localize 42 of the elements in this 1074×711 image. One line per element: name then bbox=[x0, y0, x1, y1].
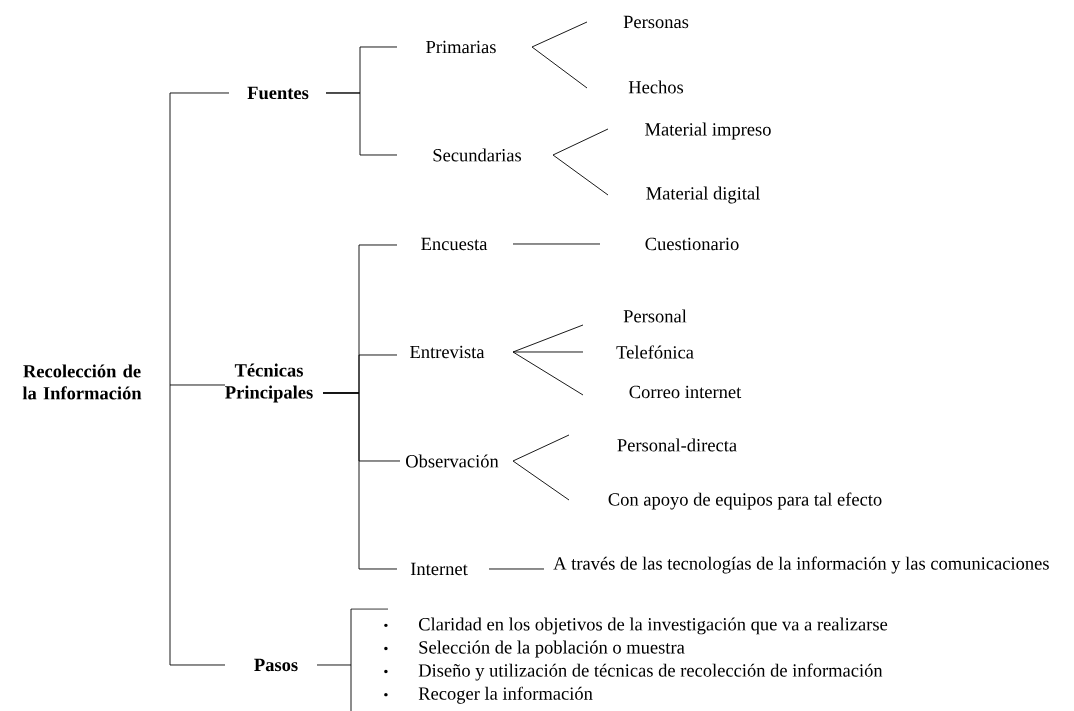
connector-line bbox=[512, 351, 584, 353]
branch-label: Pasos bbox=[254, 658, 298, 672]
connector-line bbox=[512, 351, 584, 396]
branch-label: Personal-directa bbox=[617, 438, 737, 452]
connector-line bbox=[512, 460, 570, 501]
connector-line bbox=[169, 384, 226, 666]
connector-line bbox=[169, 384, 226, 386]
connector-line bbox=[325, 92, 398, 156]
connector-line bbox=[552, 128, 609, 156]
list-item: Diseño y utilización de técnicas de recolección de información bbox=[384, 663, 883, 681]
branch-label: Encuesta bbox=[421, 237, 488, 251]
branch-label: Material impreso bbox=[645, 122, 771, 140]
connector-line bbox=[316, 608, 389, 711]
branch-label: Hechos bbox=[628, 80, 684, 94]
branch-label: Internet bbox=[410, 562, 468, 576]
list-item: Recoger la información bbox=[384, 686, 593, 704]
branch-label: Secundarias bbox=[433, 148, 522, 162]
connector-line bbox=[488, 568, 545, 570]
branch-label: Entrevista bbox=[410, 345, 485, 359]
connector-line bbox=[552, 154, 609, 196]
branch-label: Recolección de la Información bbox=[22, 364, 142, 400]
branch-label: Técnicas Principales bbox=[225, 363, 313, 403]
branch-label: Personal bbox=[623, 309, 687, 323]
connector-line bbox=[322, 392, 398, 570]
connector-line bbox=[512, 434, 570, 462]
connector-line bbox=[169, 92, 230, 386]
branch-label: Primarias bbox=[426, 40, 496, 54]
connector-line bbox=[531, 21, 588, 48]
branch-label: Personas bbox=[623, 15, 689, 29]
connector-line bbox=[512, 243, 601, 245]
branch-label: Con apoyo de equipos para tal efecto bbox=[608, 492, 882, 510]
branch-label: Telefónica bbox=[616, 345, 694, 359]
connector-line bbox=[512, 324, 584, 353]
connector-line bbox=[531, 46, 588, 89]
list-item: Claridad en los objetivos de la investigación que va a realizarse bbox=[384, 617, 888, 635]
branch-label: Correo internet bbox=[629, 385, 742, 399]
branch-label: Material digital bbox=[646, 186, 760, 204]
branch-label: A través de las tecnologías de la información y las comunicaciones bbox=[553, 556, 1049, 574]
branch-label: Fuentes bbox=[247, 86, 309, 100]
branch-label: Cuestionario bbox=[645, 237, 739, 251]
branch-label: Observación bbox=[406, 454, 499, 468]
list-item: Selección de la población o muestra bbox=[384, 640, 685, 658]
